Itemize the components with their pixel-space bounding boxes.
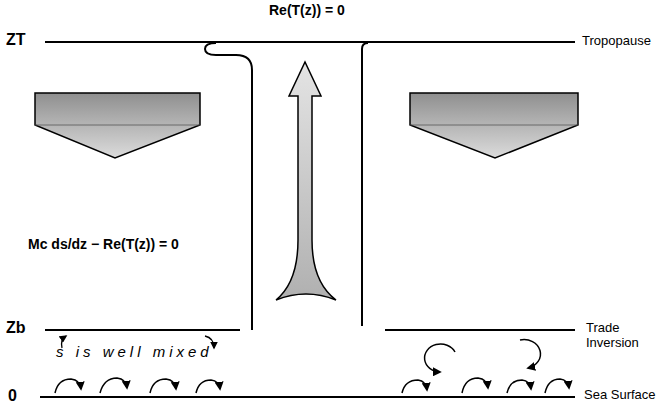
updraft-wall <box>205 43 252 330</box>
level-name: Tropopause <box>582 34 651 49</box>
inversion-line <box>385 329 575 331</box>
mixed-layer-note: s is well mixed <box>56 343 213 360</box>
eddy-arrow <box>100 378 127 393</box>
updraft-arrow <box>276 62 336 300</box>
subsidence-shape <box>35 93 200 158</box>
eddy-arrow <box>425 344 455 372</box>
balance-equation: Mc ds/dz − Re(T(z)) = 0 <box>28 236 179 252</box>
subsidence-shape <box>35 125 200 126</box>
height-label: 0 <box>8 387 17 405</box>
subsidence-shape <box>410 125 578 126</box>
sea-surface-line <box>40 396 575 398</box>
subsidence-shape <box>410 93 578 158</box>
eddy-arrow <box>520 340 540 368</box>
boundary-condition: Re(T(z)) = 0 <box>269 2 345 18</box>
updraft-wall <box>362 43 368 326</box>
eddy-arrow <box>402 380 427 393</box>
height-label: Zb <box>6 319 26 337</box>
level-name: Sea Surface <box>584 388 656 403</box>
eddy-arrow <box>196 380 220 393</box>
eddy-arrow <box>545 379 569 393</box>
eddy-arrow <box>55 379 81 393</box>
eddy-arrow <box>150 379 176 393</box>
height-label: ZT <box>6 31 26 49</box>
tropopause-line <box>45 41 575 43</box>
eddy-arrow <box>462 378 488 393</box>
eddy-arrow <box>507 380 531 393</box>
level-name: Trade Inversion <box>586 321 658 351</box>
inversion-line <box>45 329 240 331</box>
